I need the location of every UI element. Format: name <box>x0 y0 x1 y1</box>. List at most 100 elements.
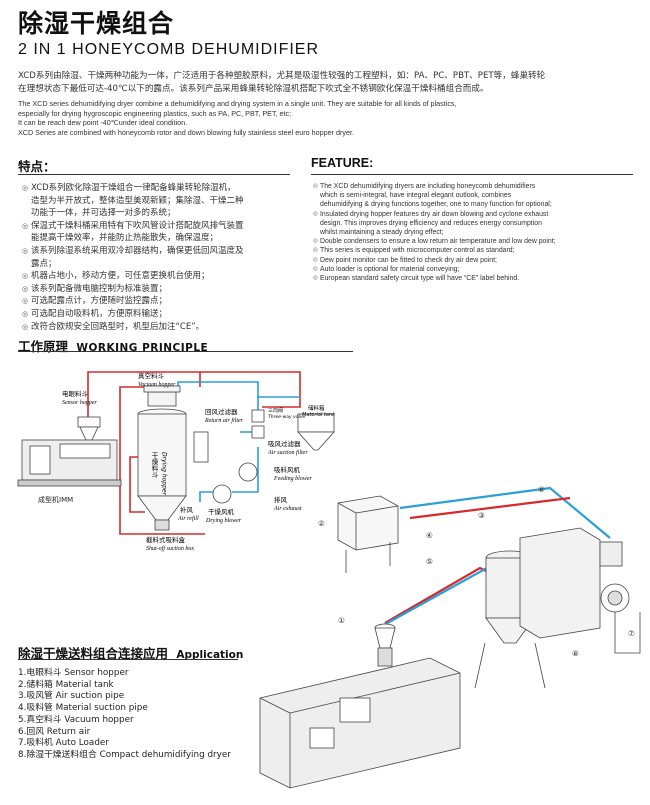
intro-english: The XCD series dehumidifying dryer combi… <box>18 99 638 137</box>
feature-cn-item: 保温式干燥料桶采用特有下吹风管设计搭配旋风排气装置 <box>22 220 292 233</box>
refill-label-cn: 补风 <box>180 505 194 514</box>
app-material-tank <box>337 495 399 573</box>
app-number-labels: ① ② ③ ④ ⑤ ⑥ ⑦ ⑧ <box>318 485 635 658</box>
application-item: 6.回风 Return air <box>18 726 91 737</box>
application-heading: 除湿干燥送料组合连接应用 Application <box>18 643 243 662</box>
feature-cn-item: 造型为半开放式，整体造型美观新颖；集除湿、干燥二种 <box>31 195 244 206</box>
imm-label: 成型机IMM <box>38 495 73 504</box>
working-diagram: 成型机IMM 电眼料斗 Sensor hopper 真空料斗 Vacuum ho… <box>17 371 336 552</box>
vacuum-hopper-label-en: Vacuum hopper <box>138 382 176 388</box>
feature-cn-item: 该系列除湿系统采用双冷却器结构，确保更低回风温度及 <box>22 245 292 258</box>
page-title: 除湿干燥组合 <box>18 9 175 38</box>
imm-machine <box>17 439 122 487</box>
application-item: 4.吸料管 Material suction pipe <box>18 703 148 714</box>
intro-cn-line: XCD系列由除湿、干燥两种功能为一体，广泛适用于各种塑胶原料，尤其是吸湿性较强的… <box>18 71 546 81</box>
sensor-hopper-label-en: Sensor hopper <box>62 400 97 406</box>
drying-blower <box>212 462 258 504</box>
features-cn-heading: 特点： <box>18 159 56 174</box>
material-tank-label-en: Material tank <box>302 412 336 418</box>
application-item: 2.储料箱 Material tank <box>18 679 114 690</box>
drying-hopper-label-en: Drying hopper <box>161 452 168 496</box>
sensor-hopper <box>77 416 101 441</box>
number-label: ⑤ <box>426 557 433 566</box>
three-way-valve <box>251 409 265 439</box>
refill-label-en: Air refill <box>177 515 199 522</box>
feature-en-item: Double condensers to ensure a low return… <box>313 237 638 246</box>
feature-cn-item: 能提高干燥效率，并能防止热能散失，确保温度； <box>31 233 219 244</box>
number-label: ① <box>338 616 345 625</box>
shutoff-label-cn: 截料式吸料盒 <box>146 535 186 544</box>
feature-en-item: dehumidifying & drying functions togethe… <box>320 201 552 209</box>
features-cn-list: XCD系列欧化除湿干燥组合一律配备蜂巢转轮除湿机，造型为半开放式，整体造型美观新… <box>22 182 292 333</box>
feature-en-item: design. This improves drying efficiency … <box>320 219 542 227</box>
drying-hopper <box>137 408 187 531</box>
intro-cn-line: 在理想状态下最低可达-40℃以下的露点。该系列产品采用蜂巢转轮除湿机搭配下吹式全… <box>18 84 489 94</box>
sensor-hopper-label-cn: 电眼料斗 <box>62 389 89 398</box>
intro-chinese: XCD系列由除湿、干燥两种功能为一体，广泛适用于各种塑胶原料，尤其是吸湿性较强的… <box>18 70 638 96</box>
number-label: ⑥ <box>538 485 545 494</box>
application-item: 8.除湿干燥送料组合 Compact dehumidifying dryer <box>18 749 231 760</box>
feature-cn-item: 机器占地小，移动方便，可任意更换机台使用； <box>22 270 292 283</box>
feature-cn-item: 该系列配备微电脑控制为标准装置； <box>22 283 292 296</box>
features-en-list: The XCD dehumidifying dryers are includi… <box>313 182 638 283</box>
feature-cn-item: XCD系列欧化除湿干燥组合一律配备蜂巢转轮除湿机， <box>22 182 292 195</box>
app-auto-loader <box>599 541 641 654</box>
app-sensor-hopper <box>374 623 396 667</box>
feature-en-item: European standard safety circuit type wi… <box>313 274 638 283</box>
application-item: 3.吸风管 Air suction pipe <box>18 691 125 702</box>
intro-en-line: XCD Series are combined with honeycomb r… <box>18 127 354 137</box>
working-heading-cn: 工作原理 <box>18 339 69 354</box>
feature-en-item: which is semi-integral, have integral el… <box>320 192 512 200</box>
return-filter-label-en: Return air filter <box>204 417 244 424</box>
number-label: ⑦ <box>628 629 635 638</box>
application-item: 1.电眼料斗 Sensor hopper <box>18 668 129 678</box>
material-tank-label-cn: 储料箱 <box>308 404 325 412</box>
application-rule <box>18 659 238 660</box>
number-label: ④ <box>426 531 433 540</box>
number-label: ③ <box>478 511 485 520</box>
vacuum-hopper <box>143 385 181 407</box>
feeding-blower-label-cn: 吸料风机 <box>274 465 301 474</box>
intro-en-line: It can be reach dew point -40℃under idea… <box>18 118 188 128</box>
application-heading-en: Application <box>176 649 244 661</box>
intro-en-line: The XCD series dehumidifying dryer combi… <box>18 99 457 108</box>
exhaust-label-cn: 排风 <box>274 495 288 504</box>
three-way-label-en: Three-way valve <box>268 414 305 420</box>
feature-en-item: This series is equipped with microcomput… <box>313 246 638 255</box>
feature-en-item: Auto loader is optional for material con… <box>313 265 638 274</box>
application-item: 5.真空料斗 Vacuum hopper <box>18 714 134 725</box>
features-en-rule <box>311 174 633 175</box>
drying-blower-label-en: Drying blower <box>205 518 242 524</box>
feeding-blower-label-en: Feeding blower <box>273 476 312 482</box>
number-label: ② <box>318 519 325 528</box>
feature-cn-item: 露点； <box>31 258 57 269</box>
feature-cn-item: 改符合欧规安全回路型时，机型后加注“CE”。 <box>22 321 292 334</box>
working-rule <box>18 351 353 352</box>
features-cn-rule <box>18 174 290 175</box>
feature-cn-item: 功能于一体，并可选择一对多的系统； <box>31 208 176 219</box>
shutoff-label-en: Shut-off suction box <box>146 545 194 552</box>
feature-en-item: Insulated drying hopper features dry air… <box>313 210 638 219</box>
application-heading-cn: 除湿干燥送料组合连接应用 <box>18 646 169 661</box>
drying-blower-label-cn: 干燥风机 <box>208 507 235 516</box>
features-en-heading: FEATURE: <box>311 156 374 170</box>
drying-hopper-label-cn: 干燥料斗 <box>150 452 158 479</box>
return-air-filter <box>193 431 209 463</box>
three-way-label-cn: 三向阀 <box>268 407 283 414</box>
feature-cn-item: 可选配自动吸料机，方便原料输送； <box>22 308 292 321</box>
return-filter-label-cn: 回风过滤器 <box>205 407 238 416</box>
application-item: 7.吸料机 Auto Loader <box>18 738 109 749</box>
feature-en-item: Dew point monitor can be fitted to check… <box>313 256 638 265</box>
intro-en-line: especially for drying hygroscopic engine… <box>18 108 292 118</box>
feature-cn-item: 可选配露点计，方便随时监控露点； <box>22 295 292 308</box>
app-imm-machine <box>259 657 461 789</box>
feature-en-item: The XCD dehumidifying dryers are includi… <box>313 182 638 191</box>
exhaust-label-en: Air exhaust <box>273 506 302 512</box>
app-dryer-assembly <box>474 527 601 689</box>
page-subtitle: 2 IN 1 HONEYCOMB DEHUMIDIFIER <box>18 41 320 58</box>
number-label: ⑧ <box>572 649 579 658</box>
application-diagram: ① ② ③ ④ ⑤ ⑥ ⑦ ⑧ <box>259 485 641 789</box>
material-tank <box>297 413 335 451</box>
feature-en-item: whilst maintaining a steady drying effec… <box>320 229 444 237</box>
